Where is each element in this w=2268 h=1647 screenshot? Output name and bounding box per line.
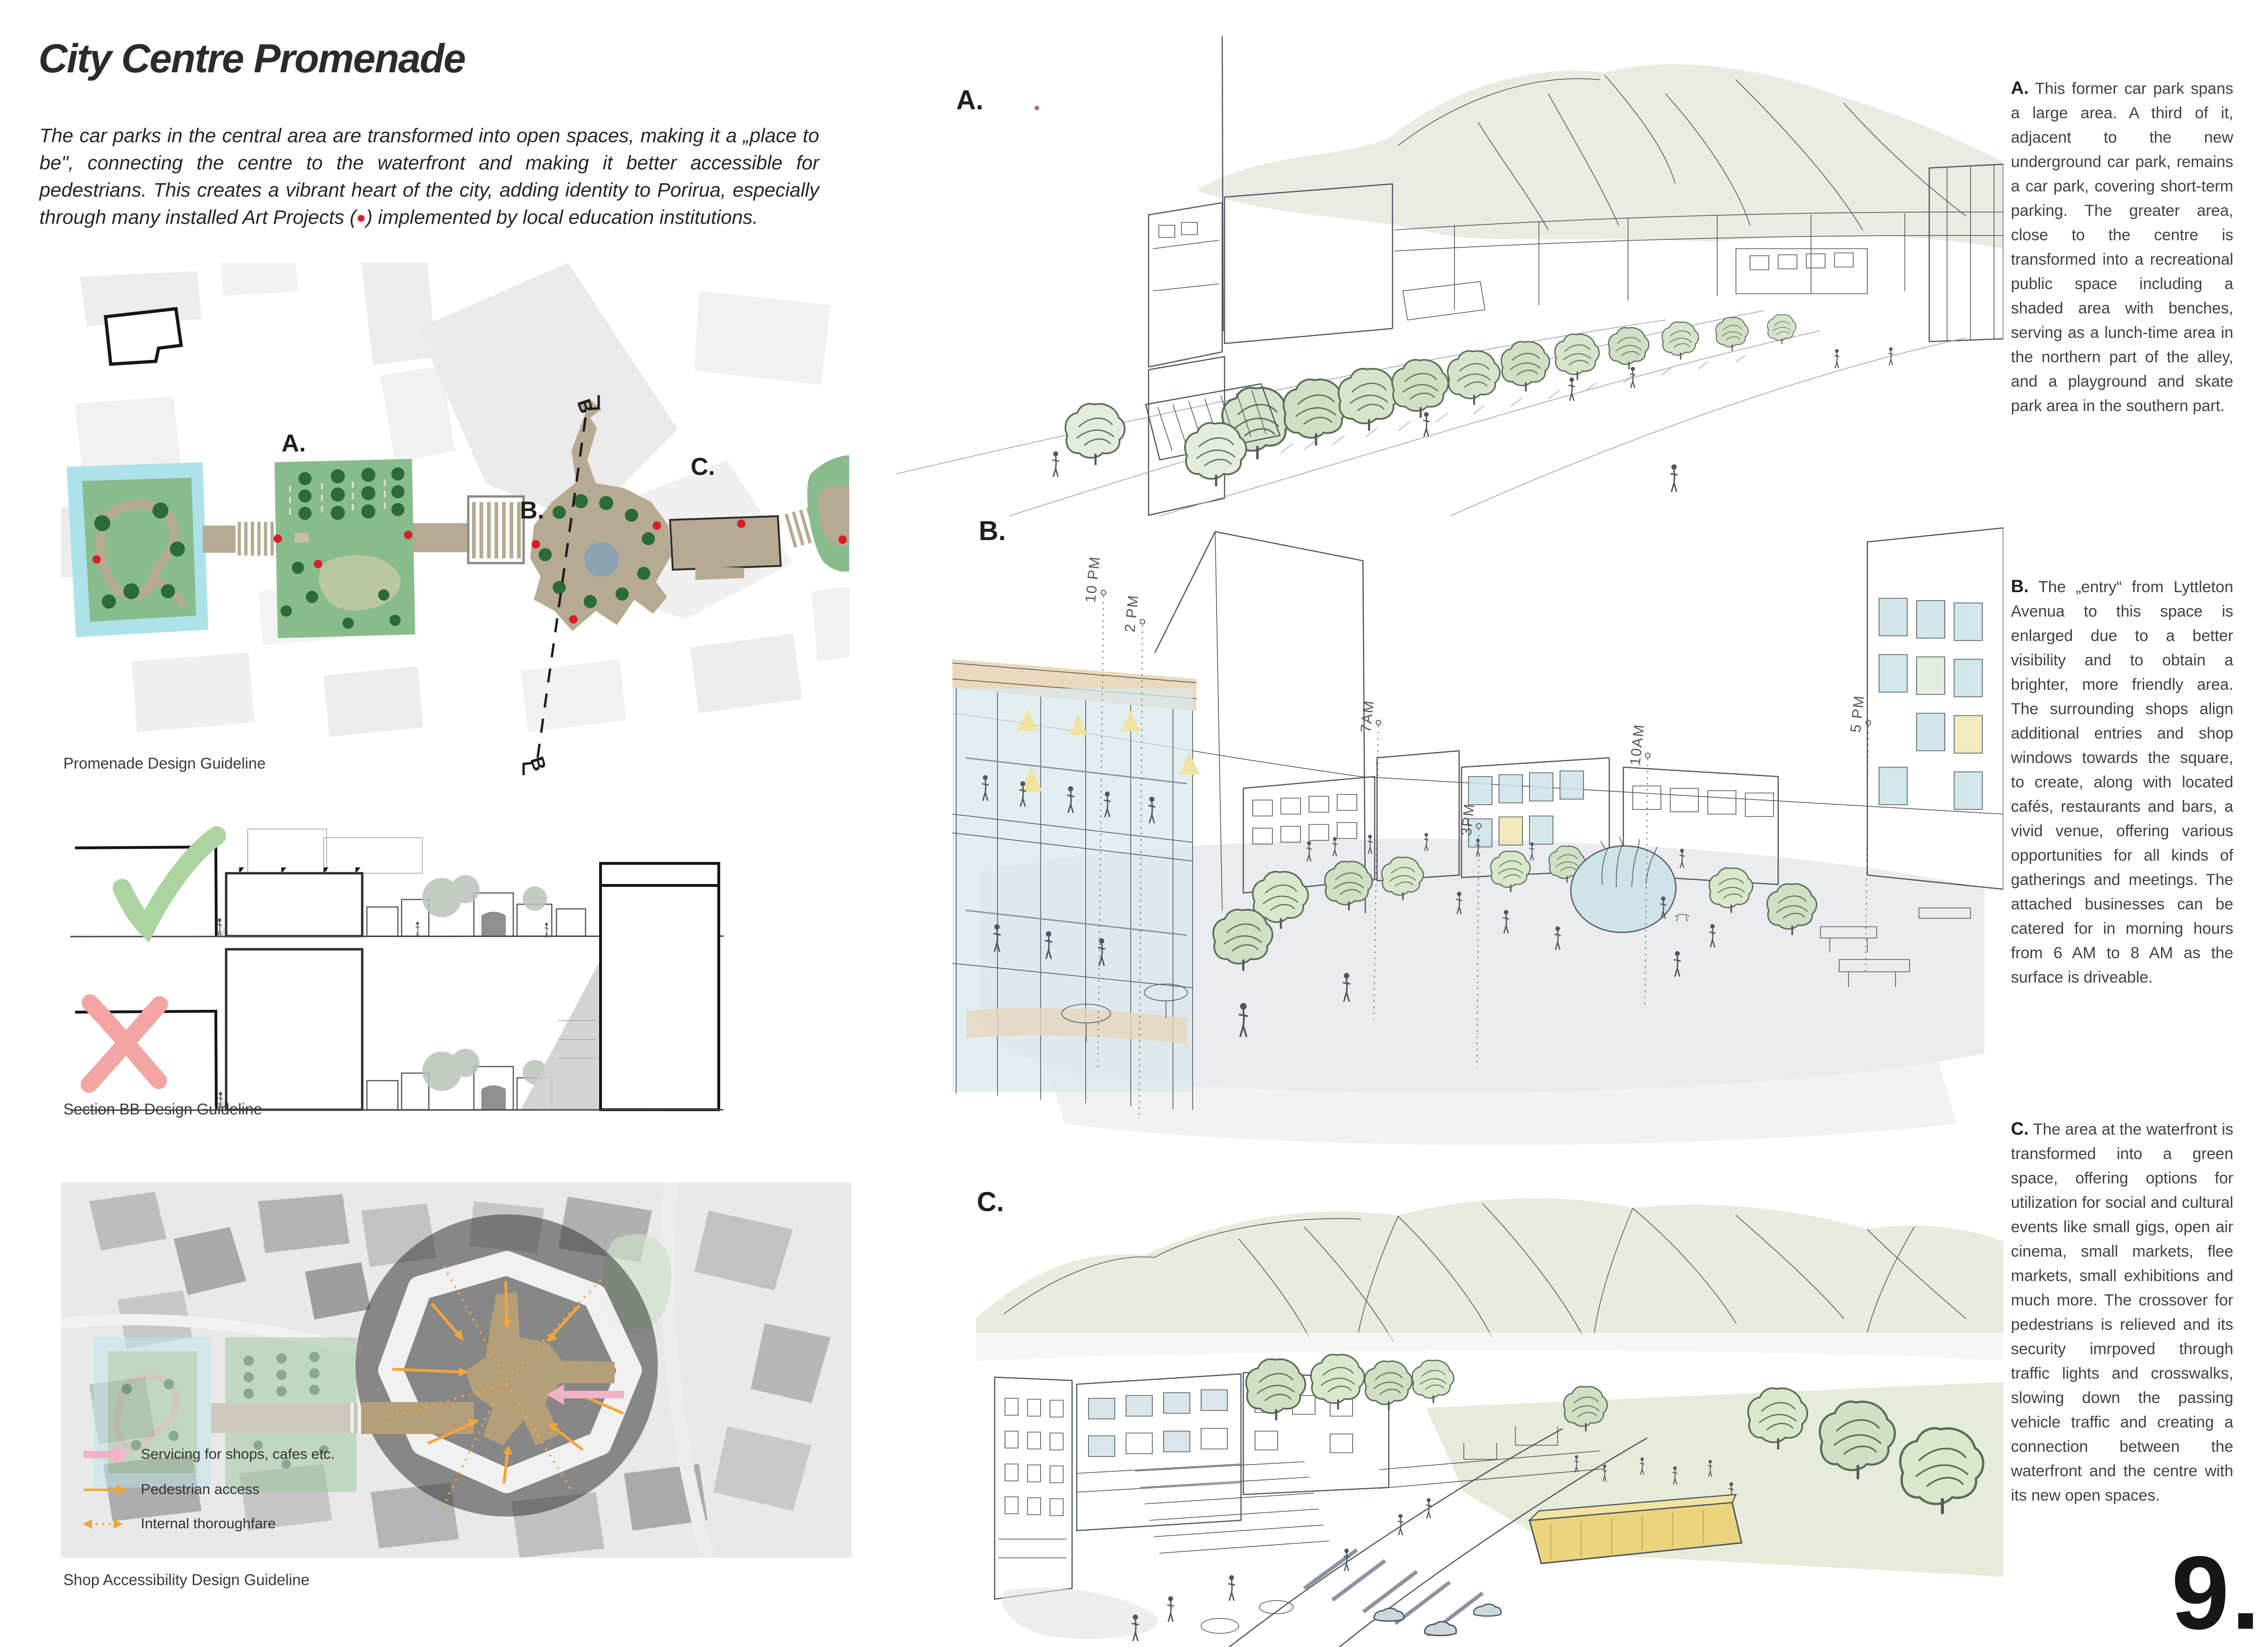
sketch-b-figure: 10 PM 2 PM 7AM 3PM 10AM 5 PM B. (952, 514, 2004, 1154)
plan-label-a: A. (282, 430, 306, 457)
canopy (1066, 383, 1281, 486)
section-bb-figure: Section BB Design Guideline (61, 819, 849, 1128)
pedestrian-arrow-icon (84, 1485, 128, 1495)
promenade-plan-drawing: B B A. B. C. (61, 263, 883, 775)
faded-plan-overlay (94, 1337, 376, 1492)
mountains (1196, 64, 2003, 249)
section-trees (422, 875, 547, 917)
art-project-dot-icon: ● (356, 209, 366, 227)
time-leaders (1097, 595, 1869, 1120)
internal-thoroughfare-lines (389, 1262, 605, 1511)
red-speck (1035, 106, 1039, 110)
sun-time-label: 7AM (1357, 699, 1378, 733)
plaza-people (1239, 832, 1716, 1037)
sketch-a-drawing (896, 36, 2004, 517)
page-title: City Centre Promenade (38, 36, 466, 81)
section-bad (70, 884, 724, 1111)
cafe-building (952, 659, 1200, 1110)
annotation-a: A. This former car park spans a large ar… (2011, 78, 2233, 415)
map-legend (83, 1444, 129, 1529)
cross-icon (81, 994, 168, 1093)
map-promenade-west (361, 1402, 474, 1434)
mountains (976, 1198, 2003, 1370)
left-buildings (994, 1372, 1390, 1600)
art-project-dot (92, 555, 101, 564)
plan-caption: Promenade Design Guideline (63, 755, 266, 772)
blue-hatching (1280, 355, 1746, 453)
background-facades (1242, 527, 2004, 894)
check-icon (113, 826, 226, 943)
waterfront-park (67, 462, 208, 637)
internal-thoroughfare-arrow-icon (83, 1519, 123, 1529)
annotation-c: C. The area at the waterfront is transfo… (2011, 1119, 2233, 1504)
sketch-a-figure: A. (868, 28, 2004, 517)
sketch-c-label: C. (977, 1187, 1004, 1217)
annotation-b: B. The „entry“ from Lyttleton Avenua to … (2011, 577, 2233, 986)
accessibility-map-figure: Servicing for shops, cafes etc. Pedestri… (60, 1182, 852, 1588)
road-crosswalk (1002, 1428, 1648, 1647)
sketch-a-label: A. (956, 85, 983, 115)
legend-item-pedestrian: Pedestrian access (141, 1481, 260, 1497)
servicing-arrow-icon (84, 1444, 129, 1465)
stage-structure (1528, 1494, 1743, 1564)
legend-item-internal: Internal thoroughfare (141, 1515, 276, 1532)
sketch-b-drawing (952, 527, 2004, 1145)
sun-time-label: 3PM (1458, 802, 1478, 837)
time-markers (1101, 590, 1871, 829)
sketch-c-figure: C. (976, 1164, 2003, 1647)
accessibility-map (60, 1182, 852, 1560)
site-key-outline (104, 307, 183, 366)
section-bb-drawing (70, 826, 724, 1111)
map-promenade-core (465, 1292, 615, 1445)
section-caption: Section BB Design Guideline (63, 1100, 262, 1118)
sketch-c-drawing (976, 1198, 2003, 1647)
servicing-arrow (547, 1384, 624, 1405)
section-marker-bottom: B (526, 754, 550, 773)
park-lawn (1246, 1355, 2003, 1577)
aerial-buildings (60, 1182, 830, 1560)
intro-paragraph: The car parks in the central area are tr… (39, 124, 819, 228)
page-number: 9. (2171, 1535, 2262, 1647)
plan-label-c: C. (691, 453, 715, 480)
sketch-b-label: B. (979, 516, 1006, 546)
outdoor-tables (1061, 907, 1971, 1042)
legend-item-servicing: Servicing for shops, cafes etc. (141, 1446, 335, 1462)
buildings (1148, 36, 2004, 516)
pedestrian-ring (378, 1251, 642, 1493)
plan-label-b: B. (520, 497, 544, 524)
ground-lines (896, 310, 1966, 517)
fountain (1570, 837, 1677, 933)
plaza-b (530, 400, 671, 631)
map-caption: Shop Accessibility Design Guideline (63, 1571, 310, 1588)
promenade-plan-figure: B B A. B. C. Promenade Design Guideline (61, 263, 883, 779)
park-a (274, 459, 415, 638)
pendant-lamps (1017, 709, 1200, 792)
